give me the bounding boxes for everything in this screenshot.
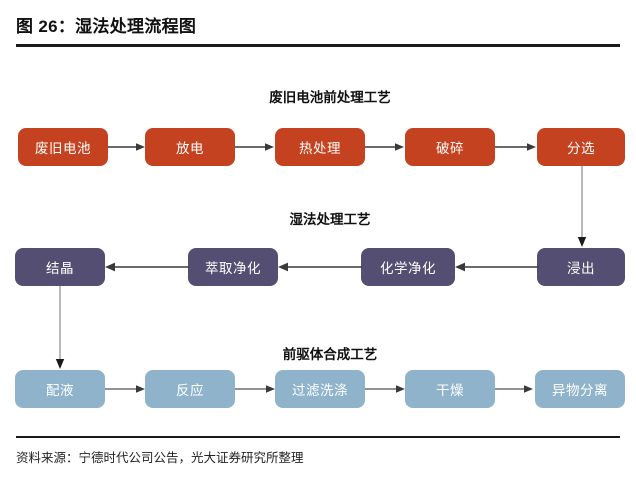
arrow-reaction-to-filtration-washing [235,382,277,396]
node-sorting[interactable]: 分选 [537,128,625,166]
arrow-crushing-to-sorting [495,140,537,154]
node-chemical-purification[interactable]: 化学净化 [361,248,455,286]
arrow-extraction-to-crystallization [105,260,189,274]
title-divider [16,44,620,47]
node-waste-battery[interactable]: 废旧电池 [18,128,108,166]
node-drying[interactable]: 干燥 [405,370,495,408]
arrow-heat-treatment-to-crushing [365,140,405,154]
arrow-waste-battery-to-discharge [108,140,146,154]
node-extraction-purification[interactable]: 萃取净化 [188,248,278,286]
section-heading-pretreatment: 废旧电池前处理工艺 [269,90,391,105]
arrow-filtration-washing-to-drying [365,382,407,396]
page-title: 图 26：湿法处理流程图 [16,17,197,36]
node-discharge[interactable]: 放电 [145,128,235,166]
node-solution-preparation[interactable]: 配液 [15,370,105,408]
node-crushing[interactable]: 破碎 [405,128,495,166]
arrow-discharge-to-heat-treatment [235,140,275,154]
arrow-leaching-to-chemical-purification [455,260,539,274]
arrow-sorting-to-leaching [575,166,591,248]
node-heat-treatment[interactable]: 热处理 [275,128,365,166]
node-crystallization[interactable]: 结晶 [15,248,105,286]
section-heading-precursor: 前驱体合成工艺 [282,347,378,362]
node-reaction[interactable]: 反应 [145,370,235,408]
node-foreign-matter-separation[interactable]: 异物分离 [535,370,625,408]
source-note: 资料来源：宁德时代公司公告，光大证券研究所整理 [16,451,304,465]
arrow-drying-to-foreign-matter-separation [495,382,537,396]
section-heading-hydrometallurgy: 湿法处理工艺 [289,212,371,227]
node-filtration-washing[interactable]: 过滤洗涤 [275,370,365,408]
arrow-solution-prep-to-reaction [105,382,147,396]
footer-divider [16,436,620,438]
node-leaching[interactable]: 浸出 [537,248,625,286]
arrow-chemical-purification-to-extraction [278,260,362,274]
arrow-crystallization-to-solution-prep [53,286,69,370]
